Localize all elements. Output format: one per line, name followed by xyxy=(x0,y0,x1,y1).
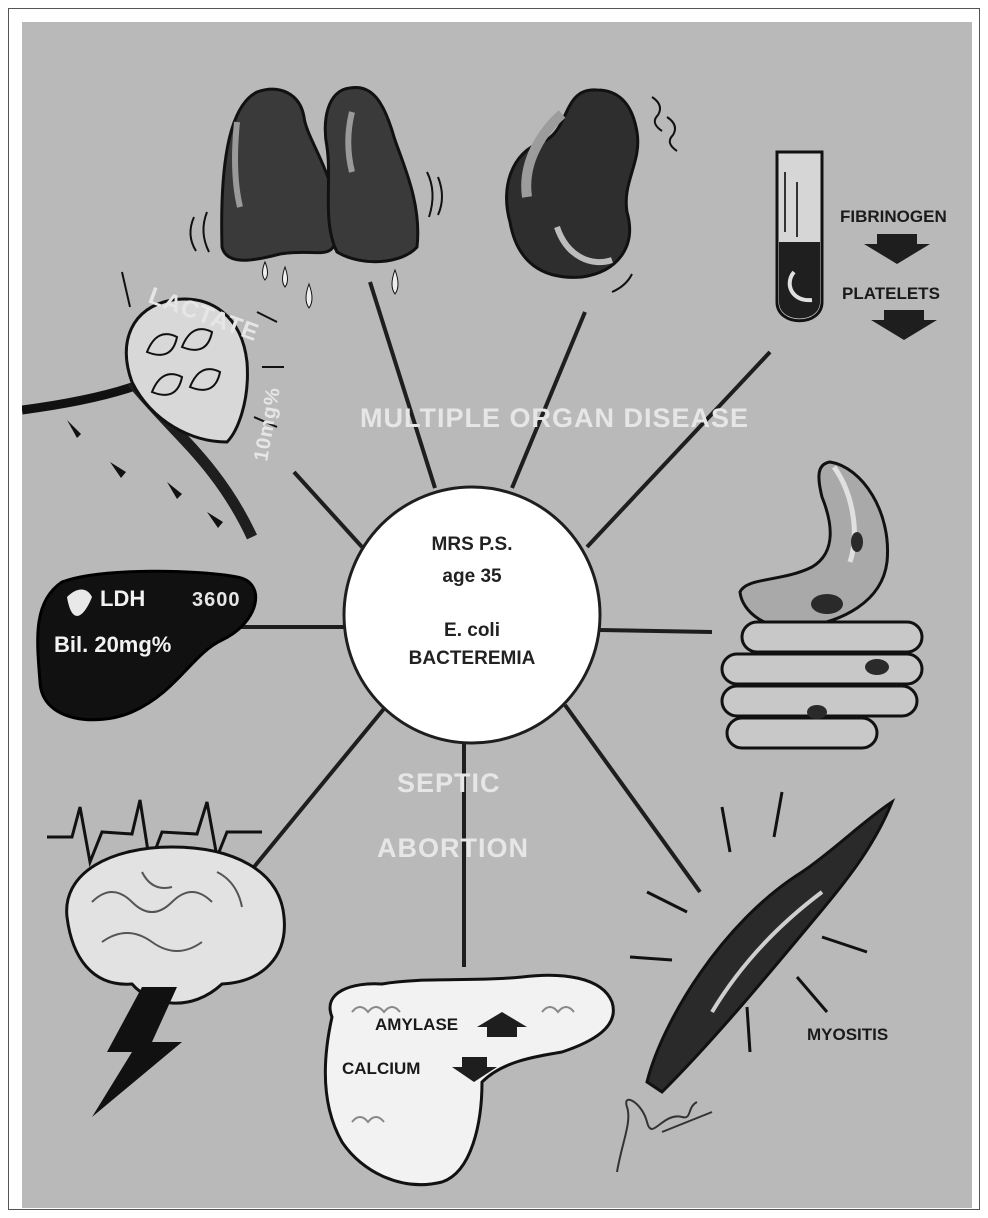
multiple-organ-disease-heading: MULTIPLE ORGAN DISEASE xyxy=(360,403,749,433)
stomach-intestine-icon xyxy=(722,462,922,748)
diagnosis: BACTEREMIA xyxy=(409,648,536,669)
fibrinogen-down-arrow xyxy=(864,234,930,264)
fibrinogen-label: FIBRINOGEN xyxy=(840,207,947,226)
illustration-panel: MULTIPLE ORGAN DISEASE SEPTIC ABORTION M… xyxy=(22,22,972,1208)
patient-age: age 35 xyxy=(442,566,502,587)
septic-heading: SEPTIC xyxy=(397,768,501,798)
ldh-label: LDH xyxy=(100,586,145,611)
patient-circle: MRS P.S. age 35 E. coli BACTEREMIA xyxy=(344,487,600,743)
artist-signature xyxy=(617,1100,712,1172)
bilirubin-label: Bil. 20mg% xyxy=(54,632,171,657)
lungs-icon xyxy=(190,87,442,308)
muscle-icon xyxy=(630,792,892,1092)
capillary-icon xyxy=(22,272,284,537)
myositis-label: MYOSITIS xyxy=(807,1025,888,1044)
patient-name: MRS P.S. xyxy=(432,534,513,555)
platelets-down-arrow xyxy=(871,310,937,340)
pancreas-icon xyxy=(325,975,613,1184)
lightning-icon xyxy=(92,987,182,1117)
kidney-icon xyxy=(507,90,677,292)
pathogen: E. coli xyxy=(444,620,500,641)
platelets-label: PLATELETS xyxy=(842,284,940,303)
brain-icon xyxy=(67,847,285,1003)
amylase-label: AMYLASE xyxy=(375,1015,458,1034)
calcium-label: CALCIUM xyxy=(342,1059,420,1078)
ldh-value: 3600 xyxy=(192,589,241,611)
abortion-heading: ABORTION xyxy=(377,833,529,863)
organ-diagram: MULTIPLE ORGAN DISEASE SEPTIC ABORTION M… xyxy=(22,22,972,1208)
lactate-value: 10mg% xyxy=(250,385,285,463)
test-tube-icon xyxy=(777,152,822,321)
